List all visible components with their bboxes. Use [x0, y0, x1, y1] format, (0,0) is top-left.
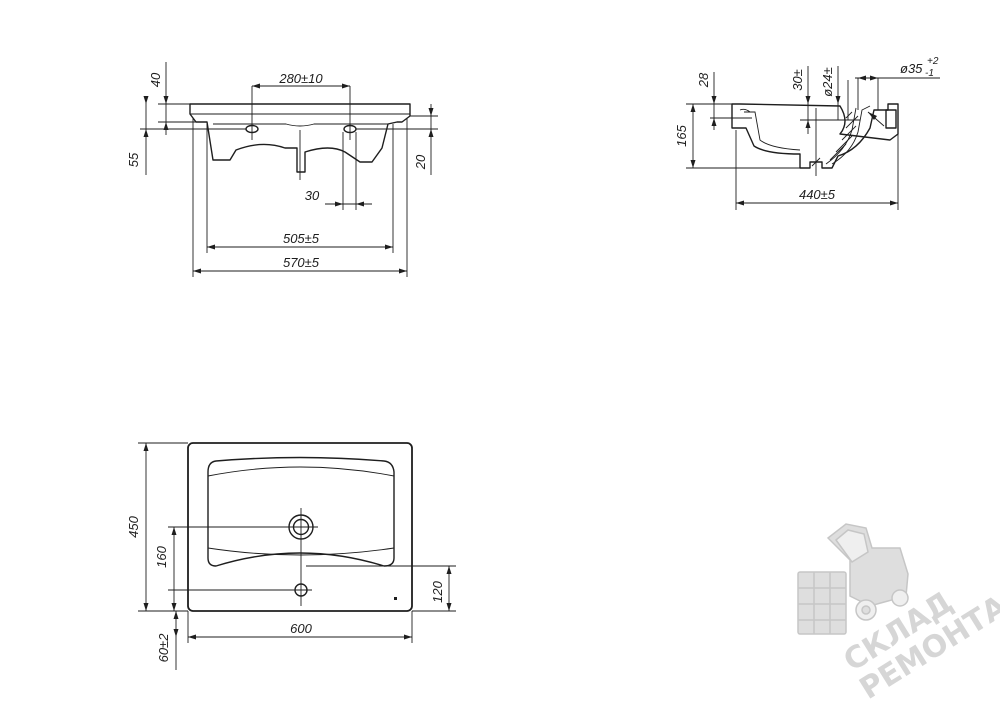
dim-inner-width: 505±5 [283, 231, 320, 246]
front-view: 280±10 40 55 20 30 505±5 [126, 62, 438, 277]
dim-width: 600 [290, 621, 312, 636]
dim-hole-tol-upper: +2 [927, 56, 939, 67]
dim-arrow [163, 96, 169, 104]
dim-hole-tol-lower: -1 [925, 68, 934, 79]
front-view-bowl-line [213, 123, 388, 127]
dim-arrow [736, 200, 744, 206]
dim-arrow [835, 96, 841, 104]
dim-arrow [342, 83, 350, 89]
dim-depth: 440±5 [799, 187, 836, 202]
dim-arrow [335, 201, 343, 207]
top-view-bowl-edge [207, 547, 395, 556]
dim-arrow [173, 611, 179, 619]
front-view-outline [189, 103, 411, 173]
dim-arrow [890, 200, 898, 206]
dim-arrow [446, 603, 452, 611]
dim-arrow [870, 75, 878, 81]
side-view-inner-wall [744, 111, 801, 151]
forklift-logo [797, 523, 909, 635]
dim-arrow [356, 201, 364, 207]
dim-drain-w: 30 [305, 188, 320, 203]
dim-arrow [173, 629, 179, 637]
top-marker [394, 597, 397, 600]
dim-arrow [207, 244, 215, 250]
dim-arrow [193, 268, 201, 274]
dim-overflow-h: 55 [126, 152, 141, 167]
side-view: 165 28 30± ø24± ø35 +2 -1 440±5 [674, 56, 940, 210]
dim-overflow-offset: 20 [413, 154, 428, 170]
dim-arrow [143, 129, 149, 137]
side-view-outline [731, 103, 899, 169]
dim-hole-d: ø35 [900, 61, 923, 76]
side-view-inner-wall [739, 108, 751, 113]
watermark: СКЛАД РЕМОНТА [797, 523, 1000, 707]
dim-arrow [858, 75, 866, 81]
dim-outer-width: 570±5 [283, 255, 320, 270]
dim-rim-h: 28 [696, 72, 711, 88]
dim-arrow [428, 129, 434, 137]
dim-arrow [143, 443, 149, 451]
dim-arrow [711, 96, 717, 104]
dim-drain-offset: 160 [154, 545, 169, 567]
dim-arrow [399, 268, 407, 274]
dim-arrow [252, 83, 260, 89]
dim-arrow [428, 108, 434, 116]
dim-drain-d: ø24± [820, 67, 835, 97]
dim-arrow [143, 603, 149, 611]
dim-arrow [171, 527, 177, 535]
side-view-overflow-box [885, 109, 897, 129]
dim-arrow [711, 118, 717, 126]
dim-tap-offset: 120 [430, 580, 445, 602]
dim-arrow [690, 104, 696, 112]
dim-arrow [385, 244, 393, 250]
dim-tap-spacing: 280±10 [278, 71, 323, 86]
dim-depth: 450 [126, 515, 141, 537]
dim-arrow [188, 634, 196, 640]
dim-arrow [805, 96, 811, 104]
dim-arrow [163, 122, 169, 130]
dim-back-h: 60±2 [156, 633, 171, 663]
dim-flange-h: 40 [148, 72, 163, 87]
side-view-hatch [811, 111, 859, 167]
dim-arrow [805, 120, 811, 128]
dim-arrow [690, 160, 696, 168]
dim-arrow [446, 566, 452, 574]
dim-arrow [404, 634, 412, 640]
dim-arrow [143, 96, 149, 104]
dim-arrow [868, 112, 877, 120]
top-view: 450 160 120 600 60±2 [126, 442, 456, 670]
dim-arrow [171, 603, 177, 611]
dim-height: 165 [674, 124, 689, 146]
top-view-bowl-edge [207, 466, 395, 477]
dim-offset: 30± [790, 69, 805, 91]
